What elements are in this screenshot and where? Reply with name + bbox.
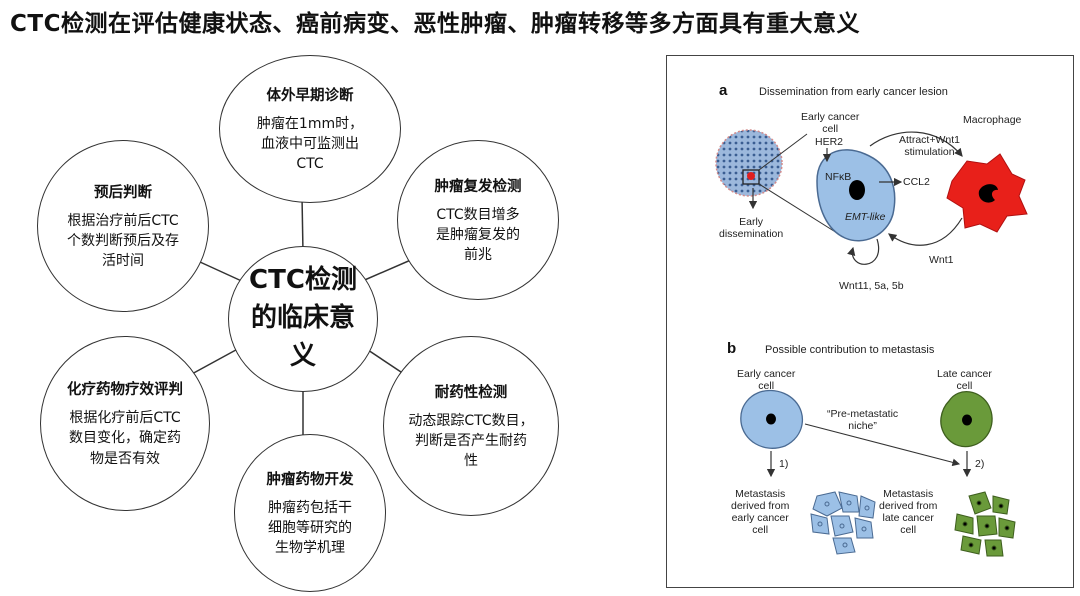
node-chemo-efficacy: 化疗药物疗效评判 根据化疗前后CTC 数目变化，确定药 物是否有效 (40, 336, 210, 511)
node-text: 生物学机理 (275, 540, 345, 557)
zoom-box (742, 169, 760, 185)
node-text: 是肿瘤复发的 (436, 226, 520, 243)
node-resistance: 耐药性检测 动态跟踪CTC数目， 判断是否产生耐药 性 (383, 336, 559, 516)
node-text: 肿瘤在1mm时， (256, 115, 364, 132)
b-early-metastasis (810, 491, 876, 555)
label-ccl2: CCL2 (903, 176, 930, 188)
b-niche-arrow (804, 423, 961, 467)
wnt11-loop (847, 238, 880, 265)
node-text: 前兆 (464, 247, 492, 264)
node-text: 判断是否产生耐药 (414, 432, 527, 449)
node-heading: 耐药性检测 (434, 384, 508, 401)
b-early-nucleus (766, 413, 776, 425)
zoom-line (758, 183, 846, 239)
label-step-2: 2) (975, 458, 985, 470)
wnt1-arrow (888, 217, 963, 246)
node-text: 个数判断预后及存 (67, 232, 179, 249)
node-early-diagnosis: 体外早期诊断 肿瘤在1mm时， 血液中可监测出 CTC (219, 55, 401, 203)
node-recurrence: 肿瘤复发检测 CTC数目增多 是肿瘤复发的 前兆 (397, 140, 559, 300)
center-text: 的临床意 (250, 303, 355, 334)
emt-nucleus (849, 180, 865, 200)
node-heading: 化疗药物疗效评判 (67, 382, 183, 399)
node-text: 性 (463, 453, 478, 470)
node-text: CTC数目增多 (436, 206, 520, 223)
label-wnt1: Wnt1 (929, 254, 954, 266)
node-drug-development: 肿瘤药物开发 肿瘤药包括干 细胞等研究的 生物学机理 (234, 434, 386, 592)
node-text: 血液中可监测出 (261, 135, 359, 152)
panel-b-letter: b (727, 340, 737, 357)
figure-graphics (715, 129, 1028, 557)
label-emt: EMT-like (845, 211, 886, 223)
b-late-metastasis (954, 491, 1016, 557)
label-nfkb: NFκB (825, 171, 852, 183)
figure-panel: a Dissemination from early cancer lesion… (666, 55, 1074, 588)
zoom-line (758, 133, 808, 171)
node-text: 动态跟踪CTC数目， (408, 412, 534, 429)
label-macrophage: Macrophage (963, 114, 1022, 126)
label-step-1: 1) (779, 458, 789, 470)
node-text: CTC (296, 156, 324, 173)
node-text: 肿瘤药包括干 (268, 499, 352, 516)
label-her2: HER2 (815, 136, 844, 148)
center-circle: CTC检测 的临床意 义 (228, 246, 378, 392)
panel-a-letter: a (719, 82, 728, 99)
attract-arrow (869, 131, 963, 157)
node-text: 活时间 (102, 253, 144, 270)
tumor-lesion (715, 129, 783, 197)
node-text: 数目变化，确定药 (69, 430, 181, 447)
node-heading: 肿瘤复发检测 (434, 178, 522, 195)
node-text: 根据治疗前后CTC (67, 212, 179, 229)
label-wnt11: Wnt11, 5a, 5b (839, 280, 904, 292)
panel-b-header: Possible contribution to metastasis (765, 344, 935, 356)
node-text: 物是否有效 (90, 450, 160, 467)
node-prognosis: 预后判断 根据治疗前后CTC 个数判断预后及存 活时间 (37, 140, 209, 312)
b-late-nucleus (962, 414, 972, 426)
center-text: 义 (289, 340, 316, 371)
node-heading: 肿瘤药物开发 (266, 471, 354, 488)
node-text: 根据化疗前后CTC (69, 410, 181, 427)
panel-a-header: Dissemination from early cancer lesion (759, 86, 948, 98)
node-text: 细胞等研究的 (268, 519, 352, 536)
macrophage-nucleus (978, 184, 998, 203)
center-text: CTC检测 (249, 265, 357, 296)
red-cell-dot (747, 172, 755, 180)
node-heading: 预后判断 (94, 184, 152, 201)
page-title: CTC检测在评估健康状态、癌前病变、恶性肿瘤、肿瘤转移等多方面具有重大意义 (10, 11, 860, 37)
node-heading: 体外早期诊断 (266, 87, 354, 104)
